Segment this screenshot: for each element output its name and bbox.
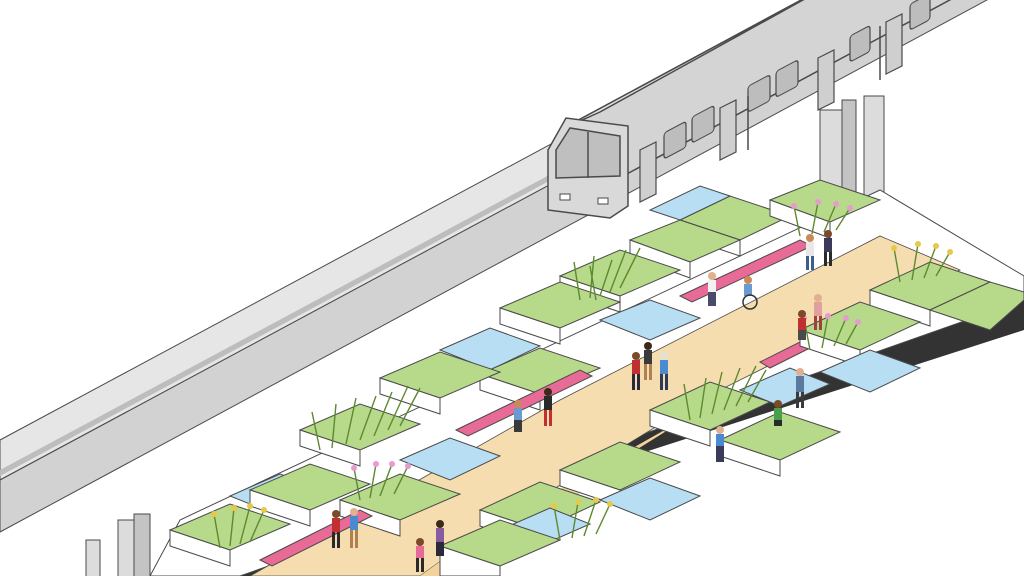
person-icon (436, 520, 444, 556)
reed-cluster (311, 385, 421, 451)
person-icon (774, 400, 782, 426)
person-icon (544, 388, 552, 426)
train-window (663, 121, 687, 159)
train-window (849, 25, 871, 62)
water-pool (598, 477, 702, 521)
flower-cluster (213, 505, 265, 549)
reed-cluster (683, 365, 767, 421)
planter-row-back (168, 179, 882, 567)
flower-cluster (893, 243, 951, 283)
water-pool (398, 437, 502, 481)
planter-block (168, 503, 292, 567)
water-pool (738, 367, 832, 407)
planter-row-front (438, 261, 1024, 576)
train-window (909, 0, 931, 30)
person-icon (332, 510, 340, 548)
people (332, 230, 832, 572)
flower-cluster (803, 315, 859, 351)
flower-cluster (353, 463, 409, 501)
train-icon (547, 0, 952, 219)
person-icon (416, 538, 424, 572)
planter-block (798, 301, 922, 367)
reed-cluster (573, 247, 641, 301)
person-icon (814, 294, 822, 330)
viaduct-column (85, 539, 101, 576)
person-icon (350, 508, 358, 548)
flower-blooms (211, 199, 953, 517)
person-icon (632, 352, 640, 390)
train-headlight (597, 197, 609, 205)
train-door (639, 141, 657, 203)
flower-cluster (553, 499, 611, 541)
person-icon (806, 234, 814, 270)
water-pool (648, 185, 732, 221)
planter-block (928, 281, 1024, 331)
train-door (817, 49, 835, 111)
planter-block (248, 463, 372, 527)
train-headlight (559, 193, 571, 201)
viaduct-column (117, 513, 151, 576)
person-icon (798, 310, 806, 340)
person-icon (660, 352, 668, 390)
planter-block (298, 403, 422, 467)
planter-block (378, 351, 502, 415)
train-window (775, 60, 799, 97)
person-icon (644, 342, 652, 380)
water-pool (598, 299, 702, 341)
person-icon (514, 400, 522, 432)
water-pool (818, 349, 922, 393)
train-roof (559, 0, 805, 131)
person-icon (796, 368, 804, 408)
planter-block (438, 519, 562, 576)
wheelchair-user-icon (742, 276, 758, 310)
pink-bench (258, 509, 374, 567)
pink-bench (454, 369, 594, 437)
train-door (885, 13, 903, 75)
train-door (719, 99, 737, 161)
person-icon (824, 230, 832, 266)
person-icon (708, 272, 716, 306)
train-window (691, 105, 715, 143)
vegetation (213, 201, 951, 549)
planter-block (648, 381, 772, 447)
person-icon (716, 426, 724, 462)
flower-cluster (793, 201, 851, 237)
